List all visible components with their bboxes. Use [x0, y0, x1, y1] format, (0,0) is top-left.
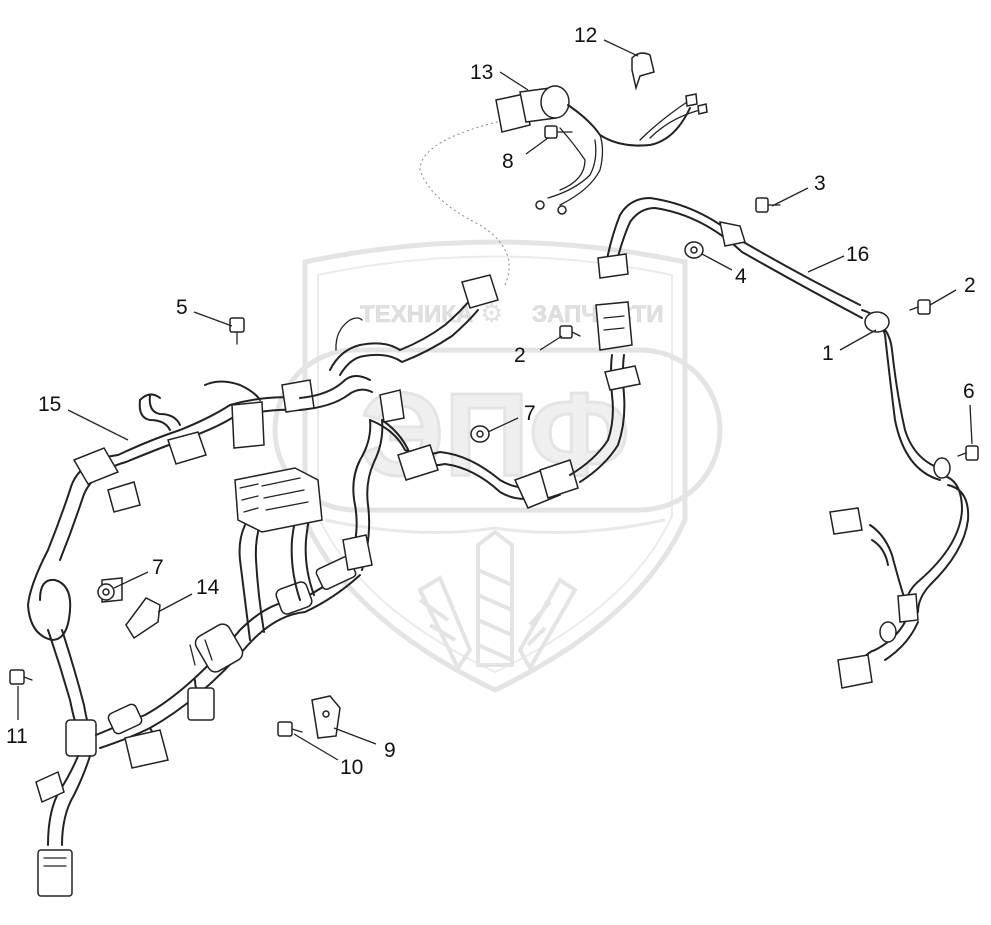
- callout-2a: 2: [964, 274, 976, 297]
- callout-9: 9: [384, 739, 396, 762]
- harness-16: [597, 197, 970, 689]
- watermark-letters: ЭПФ: [360, 369, 629, 501]
- callout-11: 11: [6, 725, 28, 748]
- callout-13: 13: [470, 61, 493, 84]
- callout-7b: 7: [152, 556, 164, 579]
- callout-10: 10: [340, 756, 363, 779]
- watermark-logo: ТЕХНИКА ⚙ ЗАПЧАСТИ ЭПФ: [272, 239, 723, 693]
- callout-12: 12: [574, 24, 597, 47]
- callout-4: 4: [735, 265, 747, 288]
- callout-5: 5: [176, 296, 188, 319]
- sensor-assembly-13: [495, 85, 708, 215]
- callout-labels: 1 2 2 3 4 5 6 7 7 8 9 10 11 12 13 14 15 …: [6, 24, 976, 779]
- watermark-company-left: ТЕХНИКА: [360, 301, 473, 328]
- callout-15: 15: [38, 393, 61, 416]
- callout-2b: 2: [514, 344, 526, 367]
- callout-14: 14: [196, 576, 220, 599]
- callout-6: 6: [963, 380, 975, 403]
- callout-leaders: [17, 39, 973, 761]
- callout-8: 8: [502, 150, 514, 173]
- callout-3: 3: [814, 172, 826, 195]
- small-parts: [9, 52, 979, 739]
- callout-7a: 7: [524, 402, 536, 425]
- main-harness: [27, 119, 641, 897]
- watermark-gear-icon: ⚙: [480, 299, 503, 328]
- callout-16: 16: [846, 243, 869, 266]
- callout-1: 1: [822, 342, 834, 365]
